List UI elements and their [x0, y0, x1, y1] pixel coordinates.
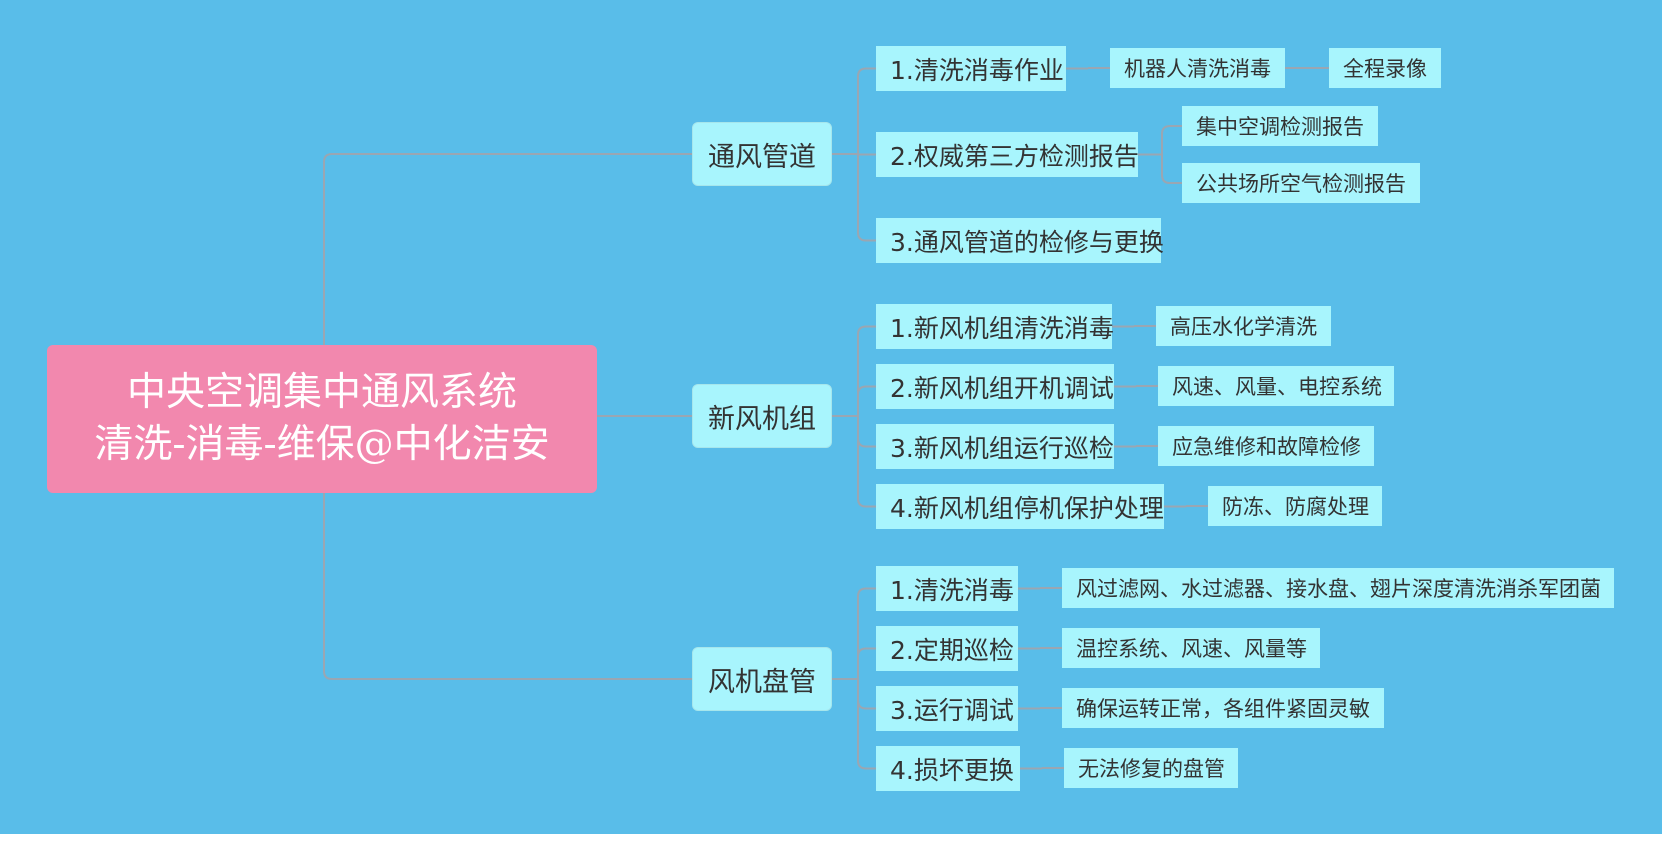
root-node[interactable]: 中央空调集中通风系统 清洗-消毒-维保@中化洁安: [47, 345, 597, 493]
subtopic-node[interactable]: 防冻、防腐处理: [1208, 486, 1382, 526]
root-title-line-1: 中央空调集中通风系统: [126, 370, 517, 415]
subtopic-node[interactable]: 风速、风量、电控系统: [1158, 366, 1394, 406]
subtopic-node[interactable]: 集中空调检测报告: [1182, 106, 1378, 146]
branch-node-fan-coil[interactable]: 风机盘管: [692, 647, 832, 711]
branch-node-fresh-air-unit[interactable]: 新风机组: [692, 384, 832, 448]
topic-node[interactable]: 4.新风机组停机保护处理: [876, 484, 1164, 529]
topic-node[interactable]: 3.新风机组运行巡检: [876, 424, 1114, 469]
root-title-line-2: 清洗-消毒-维保@中化洁安: [94, 422, 550, 467]
topic-node[interactable]: 2.定期巡检: [876, 626, 1018, 671]
subtopic-node[interactable]: 高压水化学清洗: [1156, 306, 1331, 346]
topic-node[interactable]: 4.损坏更换: [876, 746, 1020, 791]
topic-node[interactable]: 1.清洗消毒: [876, 566, 1018, 611]
subtopic-node[interactable]: 风过滤网、水过滤器、接水盘、翅片深度清洗消杀军团菌: [1062, 568, 1614, 608]
branch-node-ventilation-duct[interactable]: 通风管道: [692, 122, 832, 186]
subtopic-node[interactable]: 全程录像: [1329, 48, 1441, 88]
topic-node[interactable]: 1.新风机组清洗消毒: [876, 304, 1114, 349]
topic-node[interactable]: 3.运行调试: [876, 686, 1018, 731]
subtopic-node[interactable]: 应急维修和故障检修: [1158, 426, 1374, 466]
topic-node[interactable]: 2.新风机组开机调试: [876, 364, 1114, 409]
subtopic-node[interactable]: 机器人清洗消毒: [1110, 48, 1285, 88]
topic-node[interactable]: 1.清洗消毒作业: [876, 46, 1066, 91]
topic-node[interactable]: 2.权威第三方检测报告: [876, 132, 1139, 177]
subtopic-node[interactable]: 无法修复的盘管: [1064, 748, 1238, 788]
subtopic-node[interactable]: 确保运转正常，各组件紧固灵敏: [1062, 688, 1384, 728]
subtopic-node[interactable]: 公共场所空气检测报告: [1182, 163, 1420, 203]
topic-node[interactable]: 3.通风管道的检修与更换: [876, 218, 1164, 263]
subtopic-node[interactable]: 温控系统、风速、风量等: [1062, 628, 1320, 668]
